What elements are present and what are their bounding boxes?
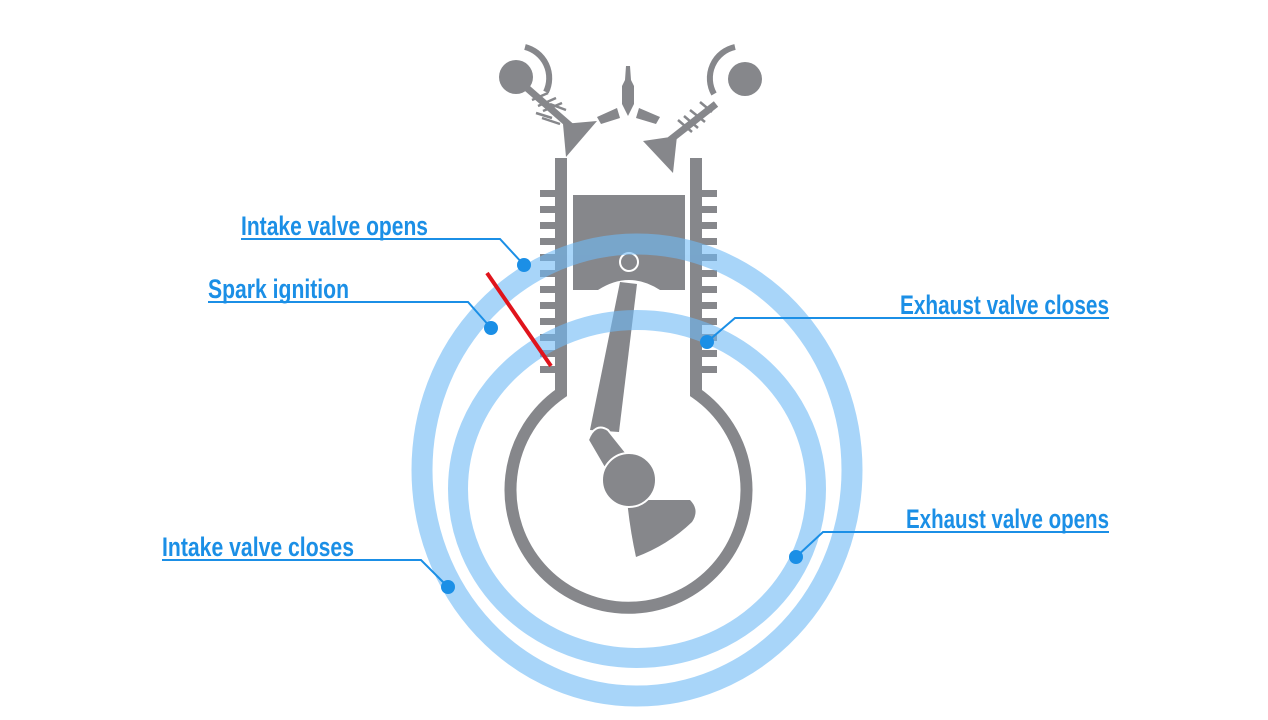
timing-rings	[411, 233, 863, 707]
label-intake-valve-closes: Intake valve closes	[162, 532, 354, 562]
spark-leader	[208, 301, 492, 329]
cooling-fin	[690, 206, 717, 213]
cooling-fin	[540, 350, 567, 357]
cooling-fin	[690, 286, 717, 293]
exhaust-closes-leader	[706, 317, 1109, 343]
label-spark-ignition: Spark ignition	[208, 274, 349, 304]
label-exhaust-valve-closes: Exhaust valve closes	[900, 290, 1109, 320]
outer-ring	[411, 233, 863, 707]
cooling-fin	[540, 270, 567, 277]
label-exhaust-valve-opens: Exhaust valve opens	[906, 504, 1109, 534]
cooling-fin	[690, 270, 717, 277]
crankshaft	[601, 452, 657, 508]
connecting-rod	[590, 282, 637, 432]
cooling-fin	[540, 238, 567, 245]
intake-opens-leader	[241, 238, 525, 266]
cooling-fin	[540, 286, 567, 293]
cooling-fin	[690, 350, 717, 357]
spark-dot	[484, 321, 498, 335]
cooling-fin	[540, 222, 567, 229]
exhaust-opens-dot	[789, 550, 803, 564]
cooling-fin	[690, 190, 717, 197]
cooling-fin	[540, 206, 567, 213]
spark-plug	[597, 66, 660, 124]
crankcase	[504, 388, 753, 614]
exhaust-closes-dot	[700, 335, 714, 349]
cooling-fin	[540, 318, 567, 325]
intake-opens-dot	[517, 258, 531, 272]
intake-closes-dot	[441, 580, 455, 594]
cooling-fin	[540, 190, 567, 197]
exhaust-valve-assembly	[643, 44, 762, 173]
intake-valve-assembly	[499, 44, 597, 157]
counterweight	[627, 500, 696, 557]
spark-ignition-marker	[485, 271, 553, 368]
exhaust-opens-leader	[795, 531, 1109, 558]
cooling-fin	[690, 222, 717, 229]
intake-closes-leader	[162, 559, 449, 588]
cooling-fin	[690, 302, 717, 309]
cooling-fin	[540, 366, 567, 373]
inner-ring	[448, 310, 826, 668]
cooling-fin	[540, 302, 567, 309]
cooling-fin	[690, 238, 717, 245]
label-intake-valve-opens: Intake valve opens	[241, 211, 428, 241]
cooling-fin	[690, 366, 717, 373]
